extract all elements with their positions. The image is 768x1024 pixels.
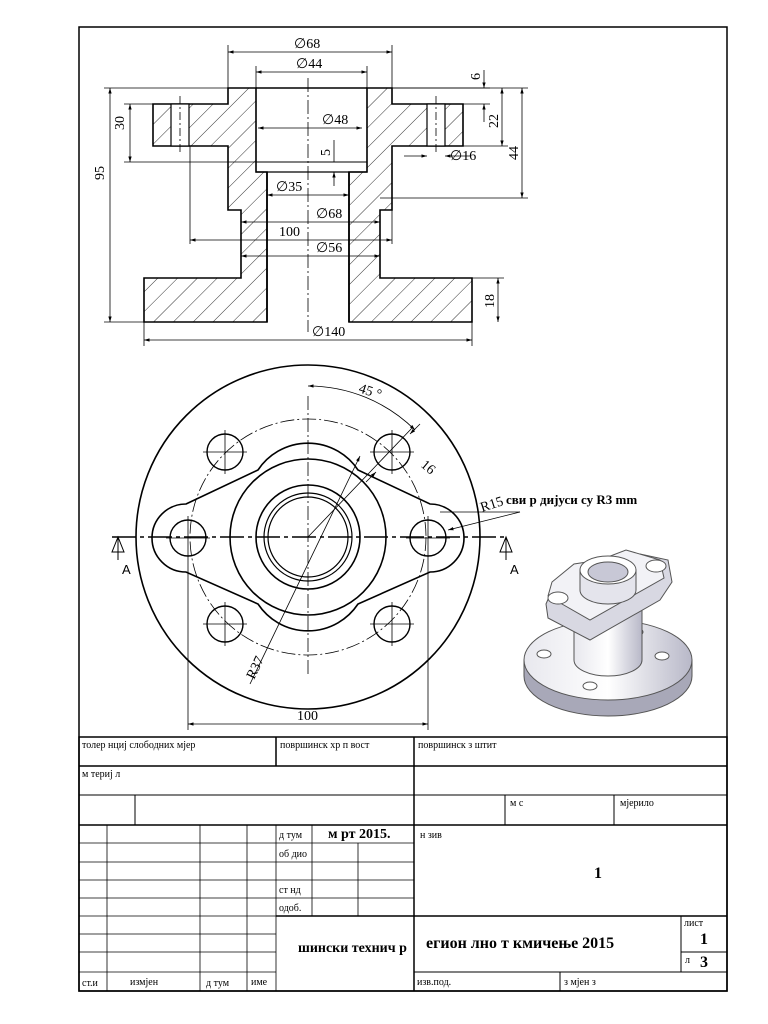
scale-label: мјерило <box>620 798 654 809</box>
name-label: н зив <box>420 830 442 841</box>
isometric-view <box>523 549 693 717</box>
approved-label: одоб. <box>279 903 301 914</box>
section-mark-left: A <box>122 562 131 577</box>
dim-d68-mid: ∅68 <box>316 207 342 222</box>
rev-label: ст.и <box>82 978 99 989</box>
title-block-text: толер нциј слободних мјер површинск хр п… <box>82 740 708 989</box>
dim-44: 44 <box>507 146 522 160</box>
produced-label: изв.под. <box>417 977 451 988</box>
surface-protection-label: површинск з штит <box>418 740 497 751</box>
surface-quality-label: површинск хр п вост <box>280 740 370 751</box>
tolerance-label: толер нциј слободних мјер <box>82 740 195 751</box>
top-view <box>111 364 513 710</box>
sheet-frame <box>78 26 728 992</box>
title-block <box>78 736 728 992</box>
section-mark-right: A <box>510 562 519 577</box>
dim-d35: ∅35 <box>276 180 302 195</box>
dim-5: 5 <box>319 149 334 156</box>
dim-d48: ∅48 <box>322 113 348 128</box>
dim-30: 30 <box>113 116 128 130</box>
dim-d140: ∅140 <box>312 325 345 340</box>
date-label: д тум <box>279 830 303 841</box>
dim-6: 6 <box>469 73 484 80</box>
dim-d56: ∅56 <box>316 241 342 256</box>
dim-45-angle: 45 ° <box>357 382 384 403</box>
replaced-label: з мјен з <box>564 977 596 988</box>
material-label: м териј л <box>82 769 120 780</box>
rev-name-label: име <box>251 977 268 988</box>
mass-label: м с <box>510 798 524 809</box>
dim-95: 95 <box>93 166 108 180</box>
standard-label: ст нд <box>279 885 301 896</box>
school-name: шински технич р <box>298 941 407 956</box>
dim-16-hole: 16 <box>417 458 437 478</box>
sheet-value: 1 <box>700 931 708 948</box>
sheet-label: лист <box>684 918 704 929</box>
change-label: измјен <box>130 977 159 988</box>
sheets-label: л <box>685 955 690 966</box>
section-dimension-labels: ∅68 ∅44 ∅48 5 ∅35 ∅68 100 ∅56 ∅140 6 22 … <box>93 37 522 340</box>
drawn-label: об дио <box>279 849 307 860</box>
dim-r15: R15 <box>479 494 506 515</box>
part-number: 1 <box>594 865 602 882</box>
dim-d16: ∅16 <box>450 149 476 164</box>
radii-note: сви р дијуси су R3 mm <box>506 492 637 507</box>
dim-d68-top: ∅68 <box>294 37 320 52</box>
competition-title: егион лно т кмичење 2015 <box>426 935 614 952</box>
dim-18: 18 <box>483 294 498 308</box>
dim-100-bottom: 100 <box>297 709 318 724</box>
rev-date-label: д тум <box>206 978 230 989</box>
sheets-value: 3 <box>700 954 708 971</box>
section-view <box>143 78 473 332</box>
date-value: м рт 2015. <box>328 827 391 842</box>
section-dimensions <box>104 45 528 346</box>
dim-r37: R37 <box>244 654 268 682</box>
dim-d44: ∅44 <box>296 57 322 72</box>
top-view-dimensions <box>187 384 521 730</box>
dim-100-top: 100 <box>279 225 300 240</box>
dim-22: 22 <box>487 114 502 128</box>
